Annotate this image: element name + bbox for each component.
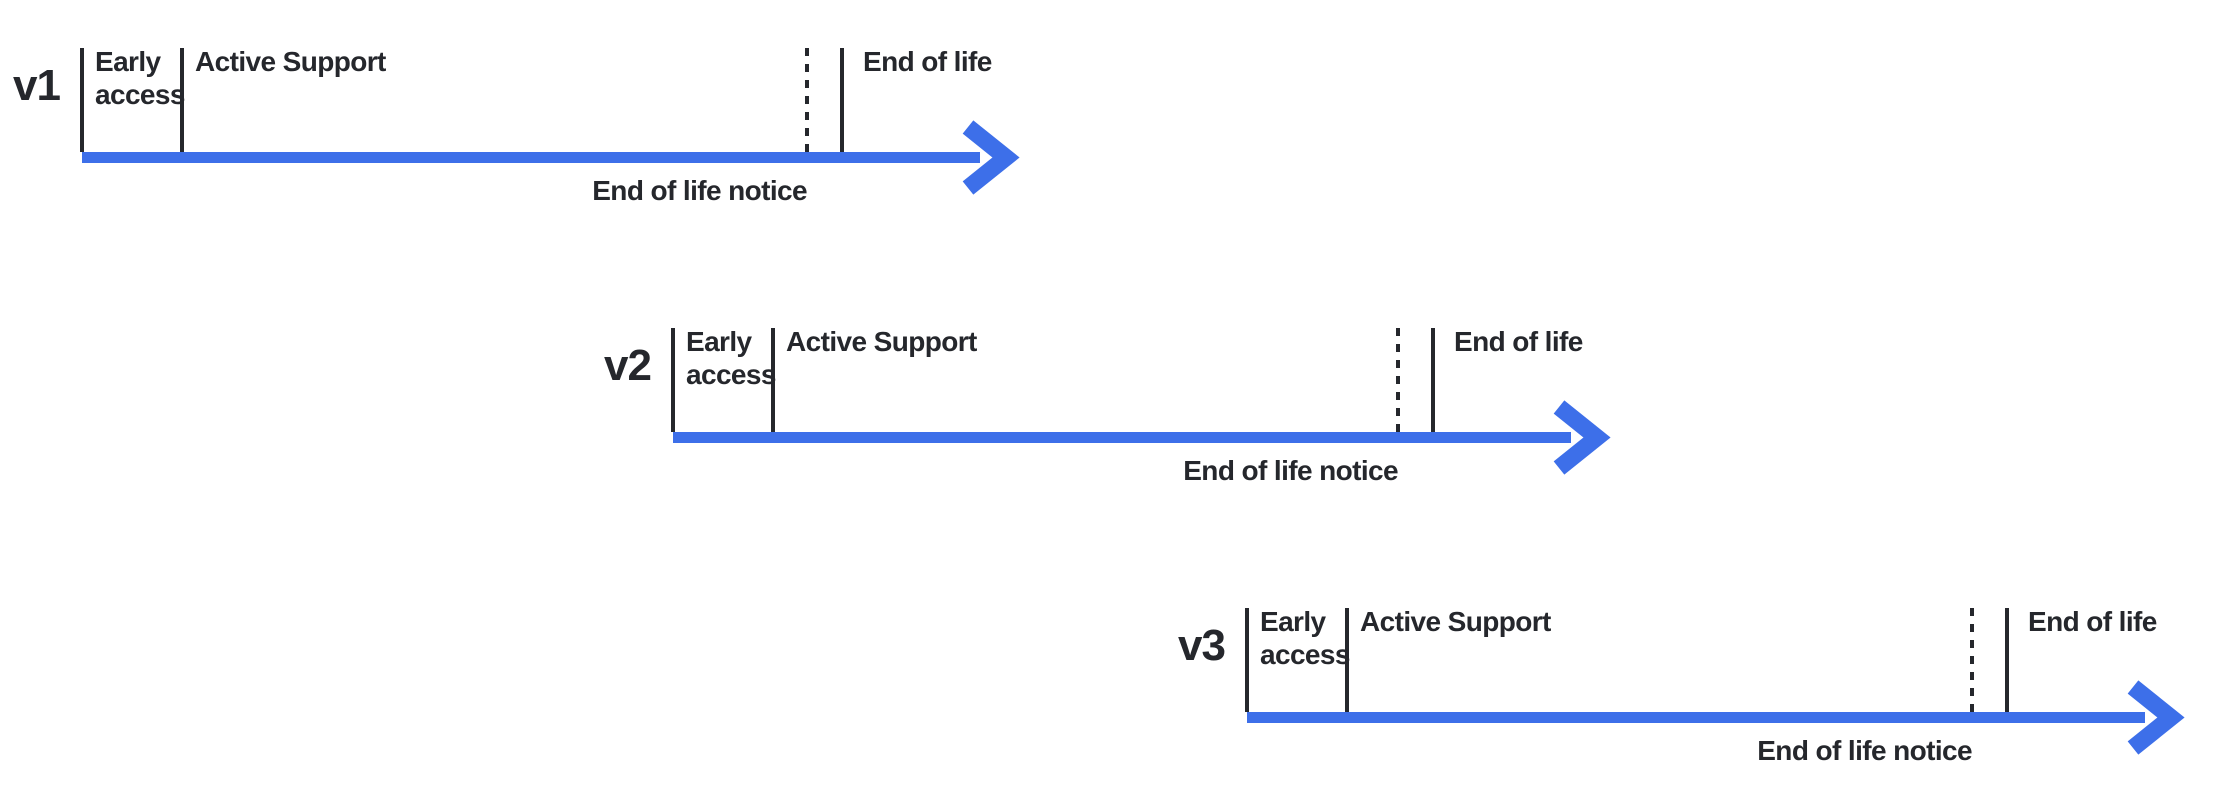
timeline-row-v3: v3 Early access Active Support End of li… xyxy=(1178,606,2207,778)
timeline-arrow-head xyxy=(1553,400,1611,475)
end-of-life-label: End of life xyxy=(2028,606,2157,637)
active-support-label: Active Support xyxy=(786,326,977,357)
end-of-life-notice-label: End of life notice xyxy=(592,175,807,206)
timeline-row-v2: v2 Early access Active Support End of li… xyxy=(604,326,1633,498)
timeline-arrow-head xyxy=(2127,680,2185,755)
early-access-label: Early access xyxy=(1260,606,1350,670)
timeline-graphics xyxy=(1245,608,2185,755)
timeline-arrow-head xyxy=(962,120,1020,195)
end-of-life-notice-label: End of life notice xyxy=(1183,455,1398,486)
early-access-label: Early access xyxy=(95,46,185,110)
end-of-life-label: End of life xyxy=(863,46,992,77)
end-of-life-label: End of life xyxy=(1454,326,1583,357)
end-of-life-notice-label: End of life notice xyxy=(1757,735,1972,766)
version-label: v3 xyxy=(1178,621,1226,670)
version-label: v2 xyxy=(604,341,652,390)
active-support-label: Active Support xyxy=(1360,606,1551,637)
timeline-graphics xyxy=(80,48,1020,195)
timeline-row-v1: v1 Early access Active Support End of li… xyxy=(13,46,1042,218)
early-access-label: Early access xyxy=(686,326,776,390)
active-support-label: Active Support xyxy=(195,46,386,77)
version-label: v1 xyxy=(13,61,61,110)
timeline-graphics xyxy=(671,328,1611,475)
